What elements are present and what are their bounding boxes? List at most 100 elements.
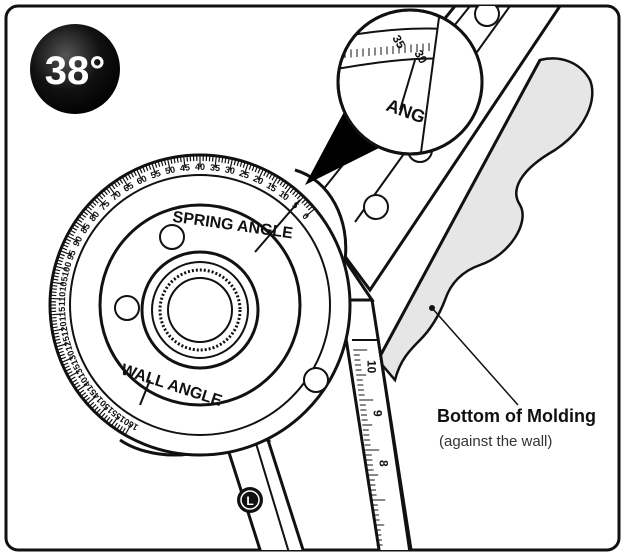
dial-tick: [239, 160, 243, 167]
dial-tick: [160, 159, 164, 167]
dial-tick: [130, 171, 135, 178]
dial-tick: [100, 412, 106, 419]
dial-tick: [63, 365, 70, 369]
dial-number: 110: [57, 292, 68, 307]
dial-tick: [242, 161, 246, 168]
dial-tick: [68, 232, 75, 237]
dial-tick: [251, 164, 255, 172]
dial-tick: [139, 167, 143, 174]
dial-tick: [110, 415, 119, 427]
dial-tick: [76, 218, 83, 223]
dial-number: 45: [179, 162, 190, 173]
dial-tick: [95, 196, 106, 206]
dial-tick: [118, 178, 124, 184]
main-dial: 0510152025303540455055606570758085909510…: [48, 153, 352, 457]
dial-tick: [254, 166, 258, 173]
dial-tick: [301, 198, 307, 204]
dial-tick: [95, 408, 101, 414]
angle-badge-value: 38°: [45, 49, 106, 93]
dial-tick: [58, 253, 65, 257]
dial-tick: [214, 155, 217, 168]
dial-tick: [121, 176, 129, 188]
dial-tick: [78, 215, 85, 221]
dial-number: 0: [300, 211, 311, 221]
dial-number: 115: [57, 306, 68, 321]
dial-hole-3: [303, 367, 329, 393]
dial-tick: [289, 187, 295, 194]
dial-tick: [71, 226, 78, 231]
dial-tick: [121, 427, 126, 434]
dial-hole-1: [159, 224, 185, 250]
dial-tick: [151, 162, 157, 175]
dial-tick: [257, 168, 264, 181]
dial-tick: [248, 163, 252, 170]
dial-tick: [54, 341, 62, 345]
dial-tick: [76, 383, 88, 392]
dial-tick: [98, 194, 104, 200]
dial-tick: [221, 156, 224, 163]
dial-tick: [271, 176, 279, 188]
molding-leader-line: [431, 307, 519, 406]
dial-tick: [55, 262, 62, 266]
dial-tick: [55, 343, 68, 348]
dial-tick: [86, 205, 93, 211]
dial-tick: [50, 320, 57, 322]
lock-marker-label: L: [246, 494, 253, 508]
dial-number: 75: [97, 198, 111, 212]
dial-tick: [282, 181, 287, 188]
dial-tick: [84, 208, 95, 217]
dial-tick: [80, 213, 87, 218]
dial-tick: [51, 284, 58, 287]
dial-tick: [80, 392, 87, 397]
dial-tick: [58, 353, 65, 357]
dial-tick: [84, 397, 91, 402]
dial-number: 55: [149, 168, 162, 181]
dial-number: 65: [122, 180, 136, 194]
molding-title: Bottom of Molding: [437, 406, 596, 426]
dial-tick: [279, 179, 284, 186]
dial-tick: [86, 395, 97, 405]
dial-tick: [50, 313, 63, 316]
dial-tick: [91, 200, 97, 206]
dial-tick: [82, 394, 89, 400]
dial-tick: [305, 208, 316, 217]
dial-tick: [73, 381, 79, 387]
dial-number: 120: [58, 321, 70, 338]
dial-tick: [59, 356, 67, 360]
dial-tick: [108, 185, 117, 196]
dial-tick: [91, 404, 97, 410]
dial-tick: [170, 157, 173, 164]
dial-tick: [69, 229, 76, 234]
dial-tick: [257, 167, 261, 174]
dial-tick: [303, 200, 309, 206]
dial-number: 80: [87, 209, 101, 223]
molding-subtitle: (against the wall): [439, 433, 552, 450]
dial-tick: [56, 259, 63, 263]
dial-number: 50: [164, 164, 176, 176]
dial-tick: [113, 422, 118, 429]
dial-tick: [56, 347, 63, 351]
dial-tick: [89, 401, 95, 407]
dial-tick: [105, 416, 111, 423]
dial-tick: [166, 158, 171, 171]
dial-tick: [100, 191, 106, 198]
spring-indicator: [254, 199, 301, 253]
dial-tick: [113, 181, 118, 188]
dial-tick: [145, 164, 149, 172]
lock-marker[interactable]: L: [237, 487, 263, 513]
dial-number: 105: [58, 276, 70, 292]
dial-tick: [62, 244, 69, 248]
dial-tick: [52, 278, 59, 281]
dial-tick: [233, 159, 237, 166]
molding-leader-dot: [429, 305, 435, 311]
dial-tick: [142, 166, 146, 173]
dial-tick: [54, 265, 67, 270]
dial-tick: [283, 185, 292, 196]
dial-tick: [53, 335, 60, 339]
dial-number: 85: [78, 221, 92, 235]
dial-tick: [163, 159, 167, 166]
dial-number: 70: [109, 189, 123, 203]
dial-tick: [93, 406, 99, 412]
dial-tick: [61, 357, 73, 363]
dial-tick: [110, 183, 116, 190]
